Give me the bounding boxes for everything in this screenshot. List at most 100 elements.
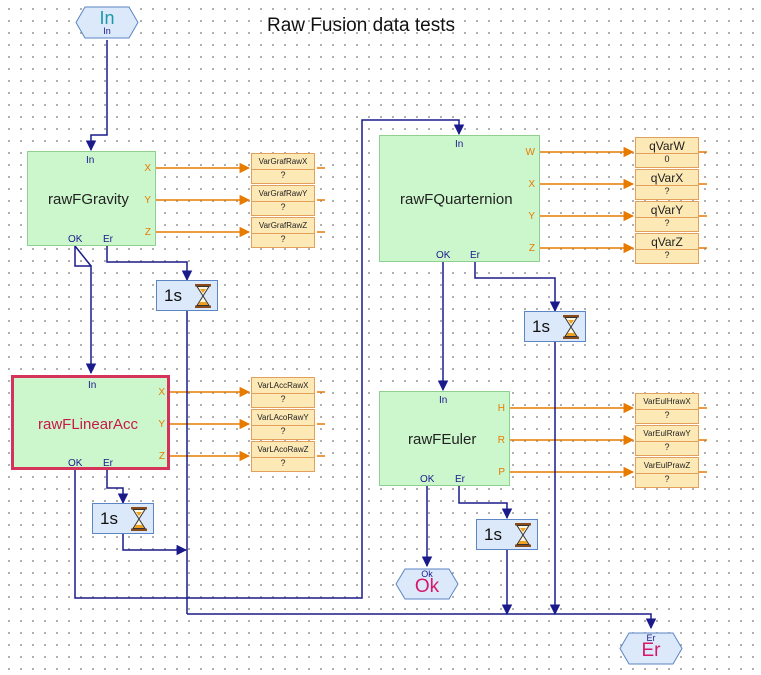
port-x[interactable]: X bbox=[144, 163, 151, 174]
variable-value: ? bbox=[280, 234, 286, 244]
timer-label: 1s bbox=[484, 525, 502, 544]
variable-q-var-x[interactable]: qVarX ? bbox=[635, 169, 699, 200]
variable-name: VarLAccRawX bbox=[252, 379, 314, 394]
port-er[interactable]: Er bbox=[103, 458, 113, 469]
port-z[interactable]: Z bbox=[528, 243, 535, 254]
wire-gravity-ok bbox=[74, 245, 92, 267]
port-w[interactable]: W bbox=[525, 147, 535, 158]
terminal-sublabel: Ok bbox=[421, 569, 433, 579]
port-er[interactable]: Er bbox=[470, 250, 480, 261]
output-terminal-er[interactable]: Er Er bbox=[619, 632, 683, 665]
variable-value: ? bbox=[664, 442, 670, 452]
variable-value: ? bbox=[280, 458, 286, 468]
port-x[interactable]: X bbox=[158, 387, 165, 398]
variable-name: qVarX bbox=[636, 171, 698, 186]
block-raw-f-gravity[interactable]: In rawFGravity X Y Z OK Er bbox=[27, 151, 156, 246]
port-ok[interactable]: OK bbox=[68, 458, 83, 469]
variable-q-var-z[interactable]: qVarZ ? bbox=[635, 233, 699, 264]
timer-label: 1s bbox=[164, 286, 182, 305]
port-y[interactable]: Y bbox=[144, 195, 151, 206]
variable-name: VarEulHrawX bbox=[636, 395, 698, 410]
variable-var-graf-raw-z[interactable]: VarGrafRawZ ? bbox=[251, 217, 315, 248]
block-raw-f-euler[interactable]: In rawFEuler H R P OK Er bbox=[379, 391, 510, 486]
port-ok[interactable]: OK bbox=[420, 474, 435, 485]
port-p[interactable]: P bbox=[498, 467, 505, 478]
wire-error-bus bbox=[187, 613, 657, 630]
hourglass-icon bbox=[563, 315, 579, 339]
port-ok[interactable]: OK bbox=[68, 234, 83, 245]
variable-value: ? bbox=[664, 250, 670, 260]
wire-gravity-er bbox=[106, 246, 193, 282]
variable-value: ? bbox=[664, 186, 670, 196]
port-y[interactable]: Y bbox=[528, 211, 535, 222]
port-in[interactable]: In bbox=[439, 395, 448, 406]
timer-euler-error[interactable]: 1s bbox=[476, 519, 538, 550]
block-name: rawFQuarternion bbox=[400, 191, 513, 208]
port-er[interactable]: Er bbox=[103, 234, 113, 245]
hexagon-shape bbox=[395, 568, 459, 600]
variable-q-var-y[interactable]: qVarY ? bbox=[635, 201, 699, 232]
hexagon-shape bbox=[619, 632, 683, 665]
wire-linearacc-er bbox=[106, 470, 129, 505]
variable-var-l-aco-raw-z[interactable]: VarLAcoRawZ ? bbox=[251, 441, 315, 472]
timer-linear-acc-error[interactable]: 1s bbox=[92, 503, 154, 534]
hourglass-icon bbox=[515, 523, 531, 547]
port-in[interactable]: In bbox=[86, 155, 95, 166]
variable-var-l-acc-raw-x[interactable]: VarLAccRawX ? bbox=[251, 377, 315, 408]
hourglass-icon bbox=[131, 507, 147, 531]
timer-label: 1s bbox=[100, 509, 118, 528]
variable-name: VarEulPrawZ bbox=[636, 459, 698, 474]
variable-name: VarLAcoRawZ bbox=[252, 443, 314, 458]
port-y[interactable]: Y bbox=[158, 419, 165, 430]
control-wires bbox=[74, 40, 657, 630]
terminal-label: In bbox=[99, 8, 115, 28]
variable-value: ? bbox=[664, 410, 670, 420]
variable-name: VarGrafRawY bbox=[252, 187, 314, 202]
port-in[interactable]: In bbox=[88, 380, 97, 391]
port-x[interactable]: X bbox=[528, 179, 535, 190]
variable-var-eul-praw-z[interactable]: VarEulPrawZ ? bbox=[635, 457, 699, 488]
variable-name: qVarY bbox=[636, 203, 698, 218]
port-in[interactable]: In bbox=[455, 139, 464, 150]
wire-in-to-gravity bbox=[85, 40, 108, 152]
port-z[interactable]: Z bbox=[158, 451, 165, 462]
block-name: rawFLinearAcc bbox=[38, 416, 139, 433]
port-r[interactable]: R bbox=[497, 435, 505, 446]
data-wires bbox=[156, 146, 707, 478]
variable-var-graf-raw-x[interactable]: VarGrafRawX ? bbox=[251, 153, 315, 184]
variable-name: qVarZ bbox=[636, 235, 698, 250]
block-raw-f-linear-acc[interactable]: In rawFLinearAcc X Y Z OK Er bbox=[11, 375, 170, 470]
variable-name: VarGrafRawX bbox=[252, 155, 314, 170]
timer-label: 1s bbox=[532, 317, 550, 336]
variable-value: ? bbox=[280, 394, 286, 404]
variable-name: VarEulRrawY bbox=[636, 427, 698, 442]
variable-name: qVarW bbox=[636, 139, 698, 154]
block-raw-f-quarternion[interactable]: In rawFQuarternion W X Y Z OK Er bbox=[379, 135, 540, 262]
port-h[interactable]: H bbox=[497, 403, 505, 414]
output-terminal-ok[interactable]: Ok Ok bbox=[395, 568, 459, 600]
wire-timer2-out bbox=[122, 534, 188, 556]
variable-value: ? bbox=[664, 474, 670, 484]
variable-var-eul-hraw-x[interactable]: VarEulHrawX ? bbox=[635, 393, 699, 424]
timer-quarternion-error[interactable]: 1s bbox=[524, 311, 586, 342]
variable-var-eul-rraw-y[interactable]: VarEulRrawY ? bbox=[635, 425, 699, 456]
terminal-label: Er bbox=[641, 640, 661, 661]
variable-name: VarGrafRawZ bbox=[252, 219, 314, 234]
port-ok[interactable]: OK bbox=[436, 250, 451, 261]
variable-q-var-w[interactable]: qVarW 0 bbox=[635, 137, 699, 168]
wire-euler-er bbox=[458, 486, 513, 520]
diagram-title: Raw Fusion data tests bbox=[267, 15, 455, 36]
variable-value: ? bbox=[664, 218, 670, 228]
terminal-label: Ok bbox=[414, 576, 440, 597]
wire-linearacc-ok bbox=[74, 119, 465, 599]
port-er[interactable]: Er bbox=[455, 474, 465, 485]
port-z[interactable]: Z bbox=[144, 227, 151, 238]
variable-value: 0 bbox=[664, 154, 670, 164]
wire-quaternion-er bbox=[474, 262, 561, 313]
variable-var-graf-raw-y[interactable]: VarGrafRawY ? bbox=[251, 185, 315, 216]
timer-gravity-error[interactable]: 1s bbox=[156, 280, 218, 311]
terminal-sublabel: Er bbox=[646, 633, 656, 643]
variable-var-l-aco-raw-y[interactable]: VarLAcoRawY ? bbox=[251, 409, 315, 440]
input-terminal-in[interactable]: In In bbox=[75, 6, 139, 39]
